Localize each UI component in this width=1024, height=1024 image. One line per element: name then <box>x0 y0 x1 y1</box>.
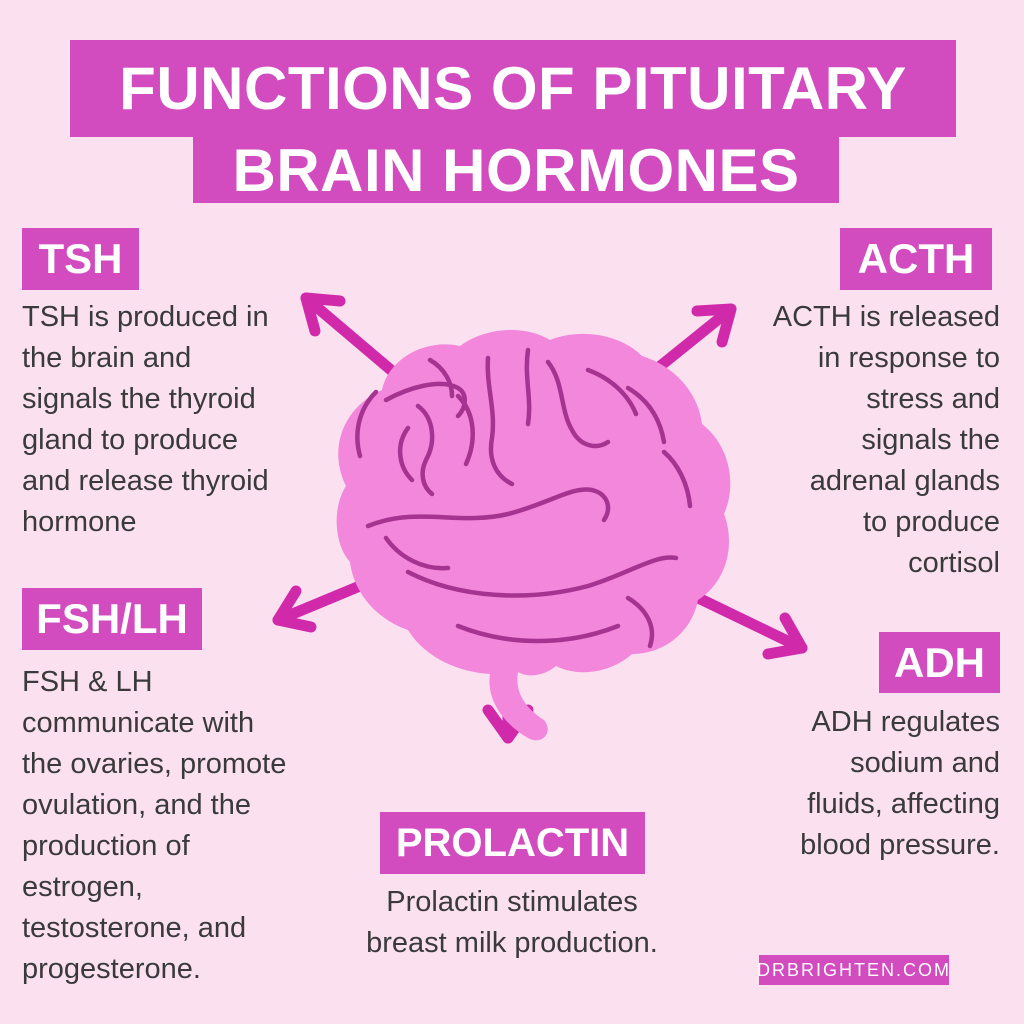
website-badge: DRBRIGHTEN.COM <box>757 955 949 985</box>
tsh-label: TSH <box>22 228 139 290</box>
adh-description: ADH regulates sodium and fluids, affecti… <box>800 706 1000 861</box>
arrow-to-adh <box>684 588 808 660</box>
page-title-line1: FUNCTIONS OF PITUITARY <box>70 40 956 137</box>
page-title-line2: BRAIN HORMONES <box>193 137 839 204</box>
brain-silhouette <box>336 329 731 741</box>
adh-label: ADH <box>879 632 1000 693</box>
arrow-to-fshlh <box>272 560 414 633</box>
acth-label: ACTH <box>840 228 992 290</box>
acth-description: ACTH is released in response to stress a… <box>772 301 1000 579</box>
fshlh-description: FSH & LH communicate with the ovaries, p… <box>22 666 287 985</box>
tsh-description: TSH is produced in the brain and signals… <box>22 301 269 538</box>
brain-illustration <box>336 329 731 741</box>
prolactin-description: Prolactin stimulates breast milk product… <box>366 886 658 959</box>
arrow-to-prolactin <box>482 594 534 744</box>
fshlh-label: FSH/LH <box>22 588 202 650</box>
brain-gyri-lines <box>355 347 693 649</box>
prolactin-label: PROLACTIN <box>380 812 645 874</box>
